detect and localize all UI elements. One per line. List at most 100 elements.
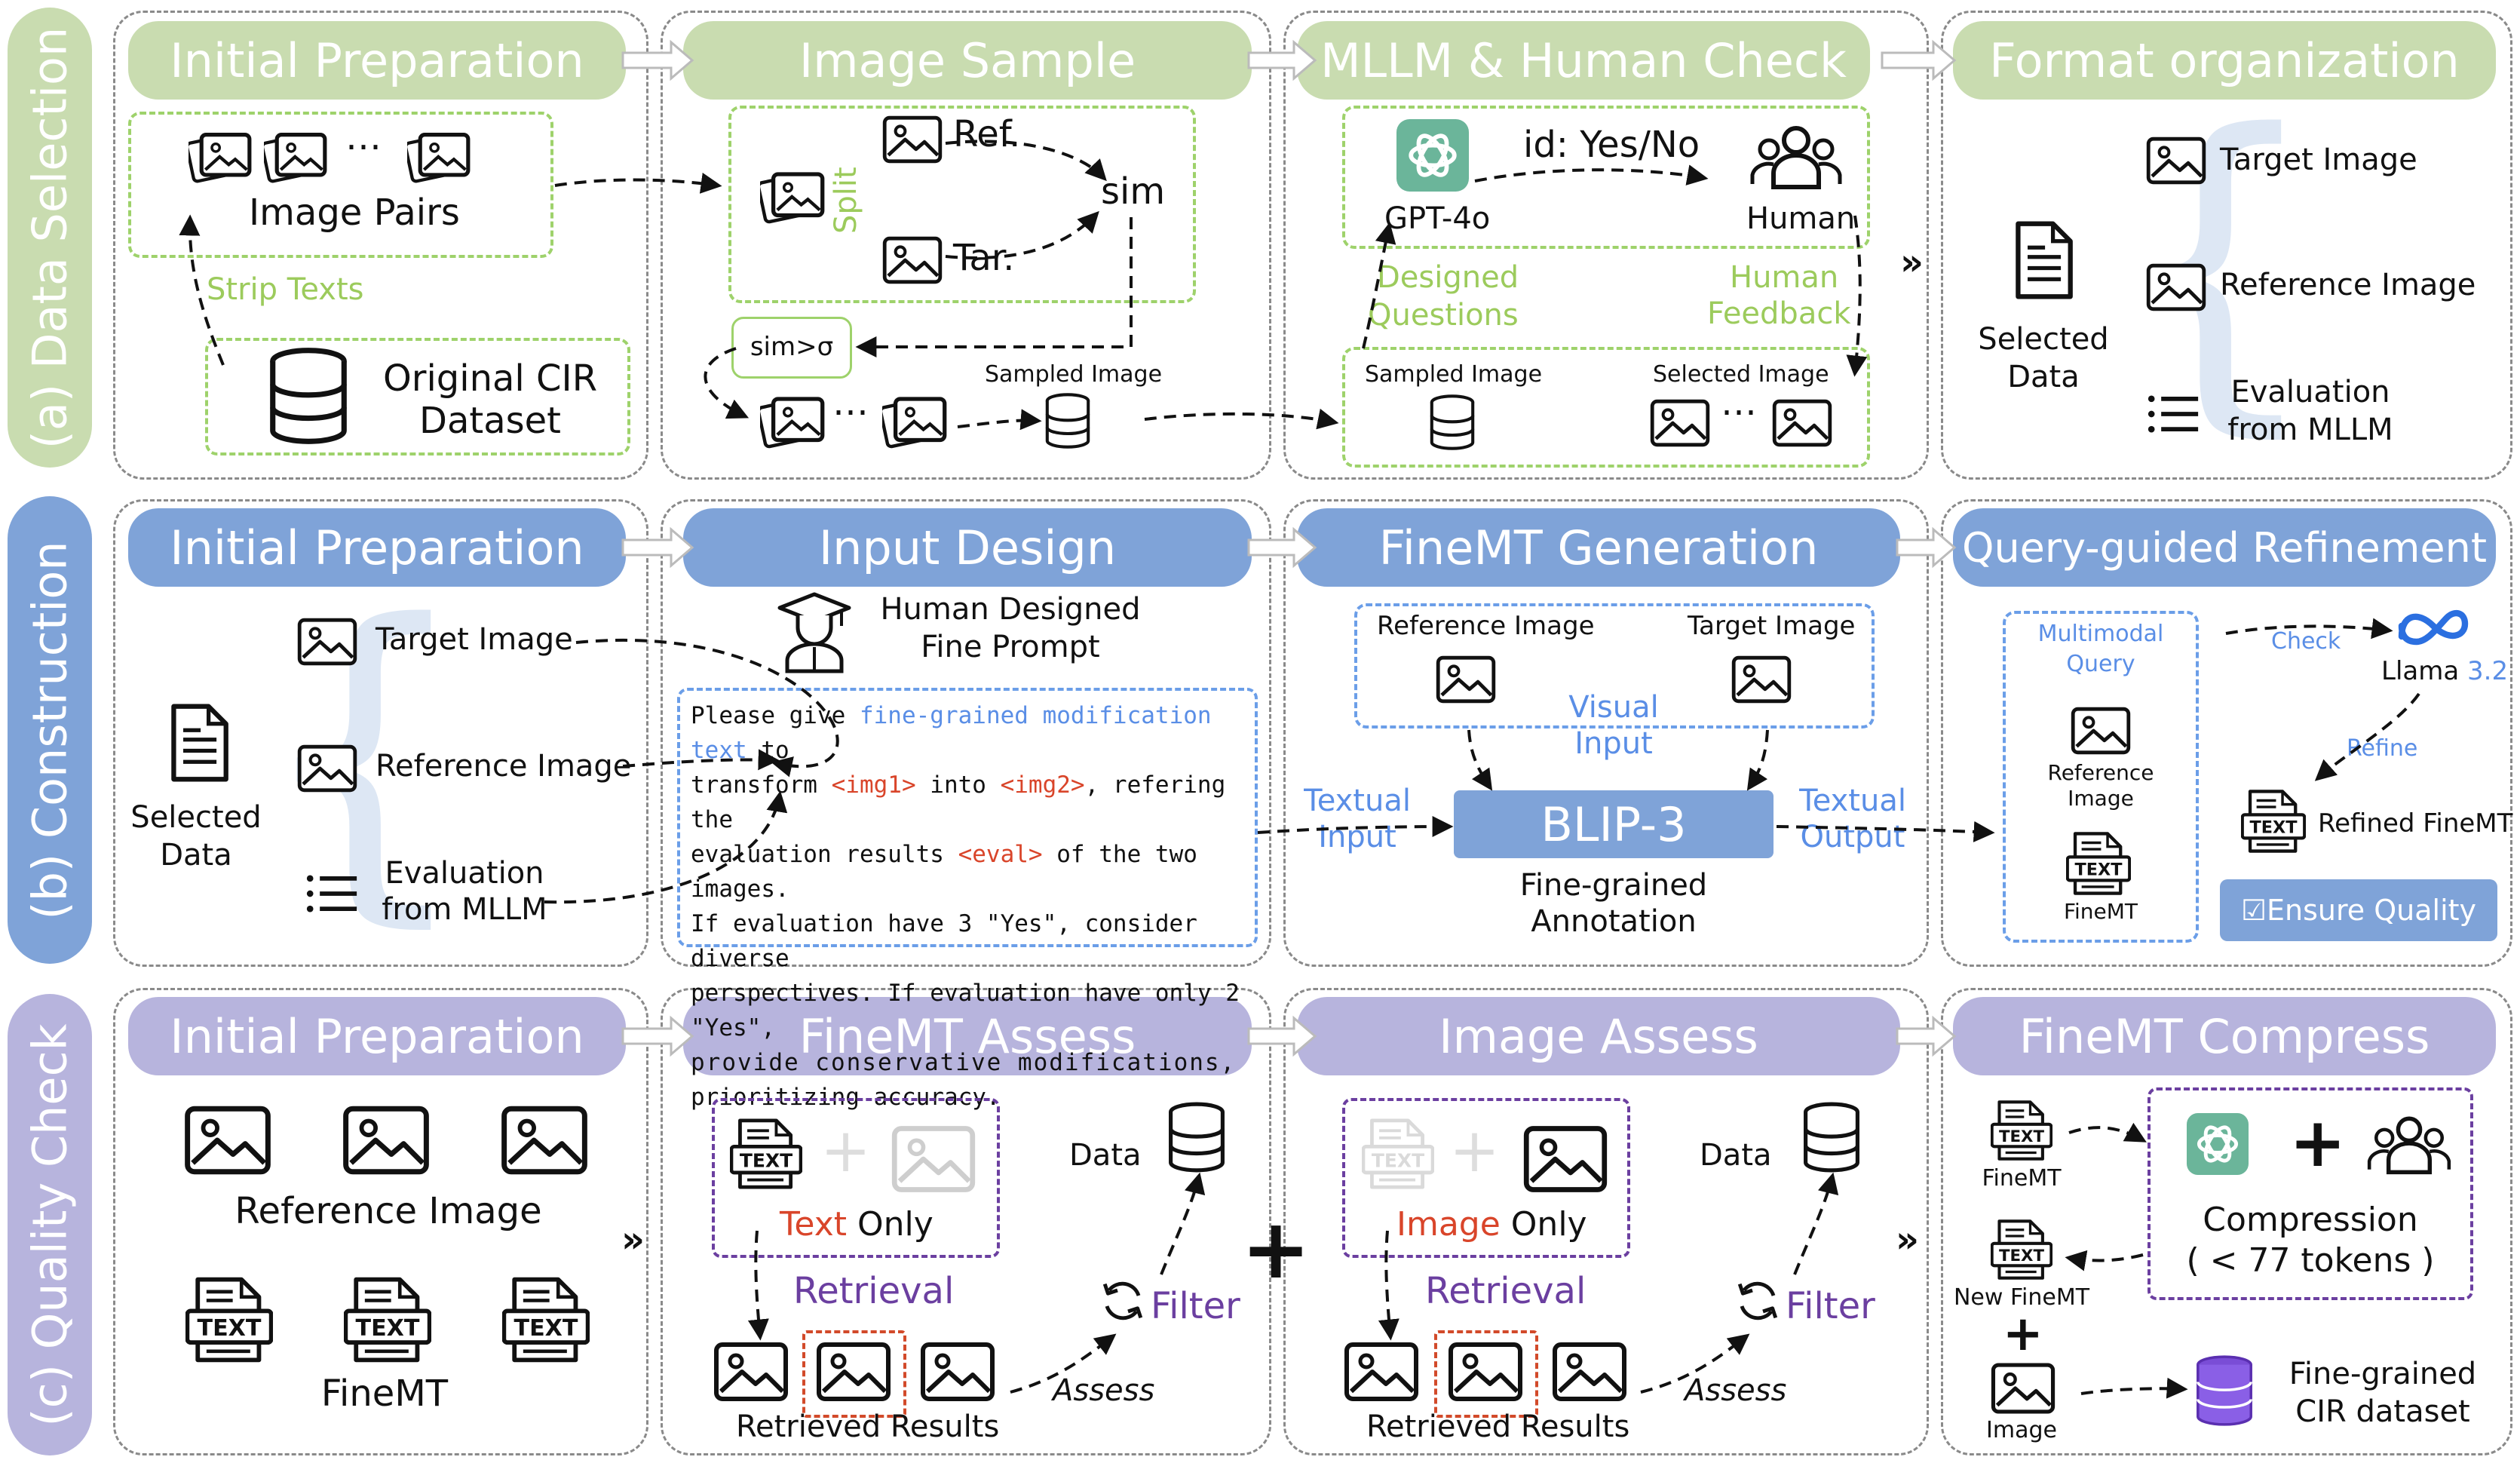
banner-a-initial-preparation: Initial Preparation (128, 21, 626, 100)
selected-box (1342, 347, 1870, 468)
data-label: Data (1069, 1138, 1142, 1173)
annotation-2: Annotation (1531, 904, 1697, 939)
text-only-box (712, 1098, 1000, 1258)
ref-label: Ref. (953, 113, 1021, 155)
evaluation-label-1: Evaluation (2230, 375, 2390, 409)
brace-icon: { (2104, 62, 2325, 465)
assess-label: Assess (1685, 1373, 1787, 1408)
brace-icon: { (253, 552, 474, 955)
ref-image-label: Reference Image (1377, 611, 1595, 641)
banner-b-initial-preparation: Initial Preparation (128, 508, 626, 587)
row-label-quality-check: (c) Quality Check (8, 994, 92, 1455)
ensure-quality-badge: ☑Ensure Quality (2220, 879, 2497, 941)
evaluation-label-2: from MLLM (2227, 413, 2393, 447)
blip-model-block: BLIP-3 (1454, 790, 1774, 858)
ellipsis: ⋯ (345, 125, 382, 167)
assess-label: Assess (1053, 1373, 1155, 1408)
refined-finemt-label: Refined FineMT (2318, 808, 2513, 839)
panel-a4 (1941, 11, 2512, 480)
banner-c-finemt-compress: FineMT Compress (1953, 997, 2496, 1075)
retrieved-results-label: Retrieved Results (1366, 1409, 1630, 1444)
retrieval-label: Retrieval (1425, 1270, 1586, 1312)
image-pairs-label: Image Pairs (249, 192, 460, 234)
mm-query-1: Multimodal (2037, 621, 2164, 647)
filter-label: Filter (1151, 1285, 1240, 1327)
target-image-label: Target Image (376, 622, 573, 657)
designed-questions-1: Designed (1377, 260, 1519, 295)
image-only-box (1342, 1098, 1630, 1258)
panel-b3 (1283, 499, 1929, 967)
evaluation-label-1: Evaluation (385, 856, 544, 891)
strip-texts-label: Strip Texts (207, 272, 364, 307)
ref-image-2: Image (2068, 786, 2134, 811)
finemt-label: FineMT (2063, 899, 2138, 924)
row-label-data-selection: (a) Data Selection (8, 8, 92, 468)
gpt-label: GPT-4o (1384, 201, 1491, 236)
highlighted-result-box (802, 1330, 906, 1418)
ref-image-1: Reference (2047, 760, 2154, 785)
human-feedback-2: Feedback (1707, 296, 1851, 331)
fine-grained-label-1: Fine-grained (2289, 1357, 2477, 1391)
dataset-label-2: Dataset (419, 400, 561, 442)
panel-c2 (661, 988, 1271, 1455)
evaluation-label-2: from MLLM (382, 892, 547, 927)
reference-image-label: Reference Image (235, 1190, 542, 1232)
text-only-label: Text Only (780, 1205, 934, 1244)
human-prompt-2: Fine Prompt (921, 630, 1100, 664)
split-box (728, 106, 1196, 303)
sim-threshold-label: sim>σ (750, 332, 834, 362)
tokens-label: ( < 77 tokens ) (2186, 1241, 2435, 1280)
plus-icon: + (2003, 1306, 2043, 1362)
new-finemt-label: New FineMT (1953, 1284, 2090, 1311)
mm-query-2: Query (2066, 651, 2135, 677)
banner-a-format-organization: Format organization (1953, 21, 2496, 100)
compression-box (2148, 1087, 2473, 1300)
fine-grained-label-2: CIR dataset (2295, 1394, 2470, 1429)
textual-input-1: Textual (1304, 784, 1411, 818)
panel-c4 (1941, 988, 2512, 1455)
panel-b2 (661, 499, 1271, 967)
llama-label: Llama 3.2 (2381, 656, 2509, 686)
banner-a-mllm-human-check: MLLM & Human Check (1297, 21, 1870, 100)
double-chevron-icon: » (1900, 241, 1924, 284)
original-dataset-box (205, 338, 630, 455)
double-chevron-icon: » (1896, 1219, 1920, 1261)
compression-label: Compression (2203, 1201, 2418, 1239)
target-image-label: Target Image (2220, 143, 2417, 177)
panel-a3 (1283, 11, 1929, 480)
human-prompt-1: Human Designed (880, 592, 1141, 627)
tar-label: Tar. (953, 237, 1015, 279)
image-only-label: Image Only (1396, 1205, 1587, 1244)
tar-image-label: Target Image (1688, 611, 1856, 641)
panel-a2 (661, 11, 1271, 480)
banner-b-query-guided-refinement: Query-guided Refinement (1953, 508, 2496, 587)
id-yesno-label: id: Yes/No (1523, 124, 1700, 166)
selected-image-label: Selected Image (1653, 361, 1829, 388)
double-chevron-icon: » (621, 1219, 645, 1261)
selected-data-1: Selected (1978, 322, 2109, 357)
sampled-image-label-2: Sampled Image (1365, 361, 1543, 388)
visual-input-2: Input (1574, 726, 1653, 761)
filter-label: Filter (1786, 1285, 1875, 1327)
human-label: Human (1746, 201, 1856, 236)
panel-b4 (1941, 499, 2512, 967)
plus-icon: + (1449, 1115, 1501, 1185)
plus-icon: + (1241, 1201, 1311, 1297)
gpt-human-box (1342, 106, 1870, 249)
panel-c1 (113, 988, 648, 1455)
retrieval-label: Retrieval (793, 1270, 955, 1312)
human-feedback-1: Human (1730, 260, 1839, 295)
finemt-small-label: FineMT (1982, 1165, 2062, 1192)
plus-icon: + (820, 1115, 872, 1185)
textual-output-1: Textual (1799, 784, 1906, 818)
sim-threshold-box (731, 317, 852, 379)
panel-a1 (113, 11, 648, 480)
image-small-label: Image (1986, 1417, 2057, 1443)
plus-icon: + (2289, 1103, 2347, 1182)
banner-b-input-design: Input Design (683, 508, 1252, 587)
panel-b1 (113, 499, 648, 967)
sim-label: sim (1101, 170, 1166, 213)
reference-image-label: Reference Image (2220, 268, 2476, 302)
retrieved-results-label: Retrieved Results (736, 1409, 1000, 1444)
banner-a-image-sample: Image Sample (683, 21, 1252, 100)
